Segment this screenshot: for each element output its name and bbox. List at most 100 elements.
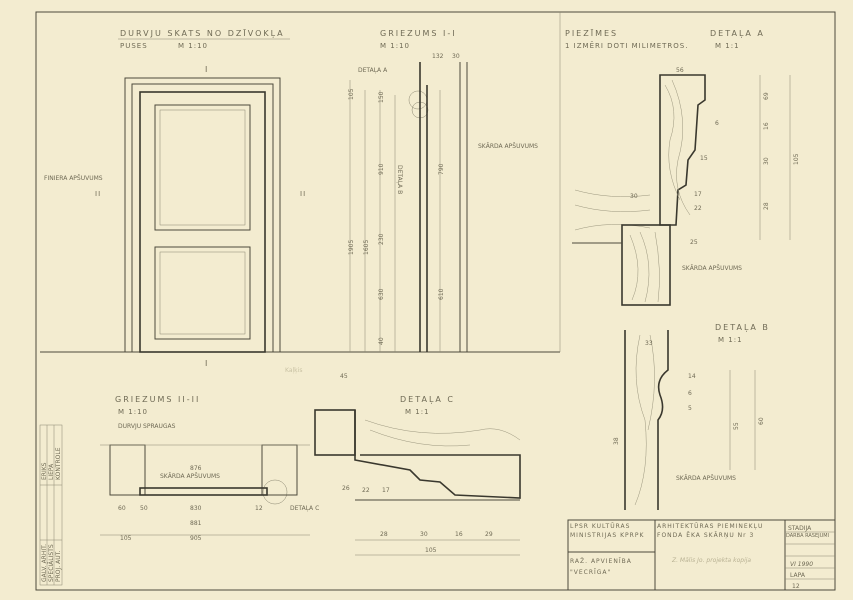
detail-c-callout: DETAĻA C xyxy=(290,505,319,512)
dim: 230 xyxy=(378,233,385,245)
stamp-title: PROJ. AUT. xyxy=(55,550,62,582)
stage-value: DARBA RASĒJUMI xyxy=(786,533,830,539)
dim: 28 xyxy=(763,202,770,210)
section-mark-bottom: I xyxy=(205,359,209,368)
dim: 25 xyxy=(690,239,698,246)
stamp-role: LIEPA xyxy=(48,463,55,480)
section2-scale: M 1:10 xyxy=(118,408,148,416)
section-mark-right: II xyxy=(300,190,306,198)
dim: 790 xyxy=(438,163,445,175)
dim: 60 xyxy=(758,417,765,425)
detail-c-scale: M 1:1 xyxy=(405,408,430,416)
section-mark-top: I xyxy=(205,65,209,74)
dim: 910 xyxy=(378,163,385,175)
section2-title: GRIEZUMS II-II xyxy=(115,395,200,404)
stage-label: STADIJA xyxy=(788,525,812,532)
dim: 22 xyxy=(694,205,702,212)
title-block-object: RAŽ. APVIENĪBA "VECRĪGA" xyxy=(570,558,632,576)
dim: 105 xyxy=(793,153,800,165)
detail-a-title: DETAĻA A xyxy=(710,29,765,39)
dim: 69 xyxy=(763,92,770,100)
dim: 105 xyxy=(120,535,132,542)
detail-c-title: DETAĻA C xyxy=(400,395,455,405)
dim: 1905 xyxy=(348,240,355,255)
stamp-title: GALV. ARHIT. xyxy=(41,544,48,582)
detail-b: DETAĻA B M 1:1 33 14 6 5 55 60 38 SKĀRDA… xyxy=(613,323,770,510)
dim: 30 xyxy=(452,53,460,60)
notes: PIEZĪMES 1 IZMĒRI DOTI MILIMETROS. xyxy=(565,28,688,50)
section-ii-ii: GRIEZUMS II-II M 1:10 DURVJU SPRAUGAS SK… xyxy=(100,395,319,542)
side-stamp: ERIKS LIEPA KONTROLE GALV. ARHIT. SPECIĀ… xyxy=(39,424,63,586)
dim: 56 xyxy=(676,67,684,74)
stamp-role: ERIKS xyxy=(41,462,48,480)
dim: 16 xyxy=(763,122,770,130)
dim: 12 xyxy=(255,505,263,512)
detail-b-cladding-label: SKĀRDA APŠUVUMS xyxy=(676,475,736,482)
door-elevation: DURVJU SKATS NO DZĪVOKĻA PUSES M 1:10 I … xyxy=(44,28,306,368)
dim: 26 xyxy=(342,485,350,492)
dim: 6 xyxy=(688,390,692,397)
dim: 6 xyxy=(715,120,719,127)
dim: 50 xyxy=(140,505,148,512)
dim: 29 xyxy=(485,531,493,538)
dim: 17 xyxy=(382,487,390,494)
opening-label: DURVJU SPRAUGAS xyxy=(118,423,176,430)
dim: 28 xyxy=(380,531,388,538)
dim: 45 xyxy=(340,373,348,380)
detail-b-scale: M 1:1 xyxy=(718,336,743,344)
sheet-border xyxy=(35,11,836,591)
section-mark-left: II xyxy=(95,190,101,198)
dim: 5 xyxy=(688,405,692,412)
detail-a-callout: DETAĻA A xyxy=(358,67,388,74)
dim: 16 xyxy=(455,531,463,538)
dim: 22 xyxy=(362,487,370,494)
dim: 630 xyxy=(378,288,385,300)
section-i-i: GRIEZUMS I-I M 1:10 DETAĻA A DETAĻA B SK… xyxy=(348,29,538,352)
sheet-number: 12 xyxy=(792,583,800,590)
section1-scale: M 1:10 xyxy=(380,42,410,50)
pencil-note: Kaļķis xyxy=(285,367,302,374)
dim: 15 xyxy=(700,155,708,162)
dim: 17 xyxy=(694,191,702,198)
dim: 40 xyxy=(378,337,385,345)
handwritten-note: Z. Mālis Jo. projekta kopija xyxy=(671,557,751,564)
detail-b-callout: DETAĻA B xyxy=(396,165,403,194)
elevation-scale: M 1:10 xyxy=(178,42,208,50)
detail-a-cladding-label: SKĀRDA APŠUVUMS xyxy=(682,265,742,272)
date: VI 1990 xyxy=(790,561,813,568)
frame-label: FINIERA APŠUVUMS xyxy=(44,175,103,182)
notes-title: PIEZĪMES xyxy=(565,28,618,38)
detail-a: DETAĻA A M 1:1 56 69 16 6 30 15 105 17 2… xyxy=(572,29,800,306)
title-block-org: LPSR KULTŪRAS MINISTRIJAS KPRPK xyxy=(570,523,645,539)
section1-title: GRIEZUMS I-I xyxy=(380,29,457,38)
dim: 30 xyxy=(763,157,770,165)
note-item: 1 IZMĒRI DOTI MILIMETROS. xyxy=(565,41,688,50)
dim: 105 xyxy=(425,547,437,554)
sheet-label: LAPA xyxy=(790,572,806,579)
detail-b-title: DETAĻA B xyxy=(715,323,770,333)
elevation-title: DURVJU SKATS NO DZĪVOKĻA xyxy=(120,28,285,39)
section1-cladding-label: SKĀRDA APŠUVUMS xyxy=(478,143,538,150)
dim: 55 xyxy=(733,422,740,430)
dim: 33 xyxy=(645,340,653,347)
dim: 905 xyxy=(190,535,202,542)
dim: 30 xyxy=(630,193,638,200)
dim: 60 xyxy=(118,505,126,512)
dim: 830 xyxy=(190,505,202,512)
dim: 30 xyxy=(420,531,428,538)
dim: 876 xyxy=(190,465,202,472)
section2-cladding-label: SKĀRDA APŠUVUMS xyxy=(160,473,220,480)
stamp-role: KONTROLE xyxy=(55,447,62,480)
dim: 610 xyxy=(438,288,445,300)
dim: 150 xyxy=(378,91,385,103)
dim: 38 xyxy=(613,437,620,445)
dim: 1605 xyxy=(363,240,370,255)
detail-a-scale: M 1:1 xyxy=(715,42,740,50)
stamp-title: SPECIĀLISTS xyxy=(48,544,55,582)
dim: 14 xyxy=(688,373,696,380)
detail-c: DETAĻA C M 1:1 45 17 28 30 16 29 105 26 … xyxy=(314,373,521,556)
title-block-project: ARHITEKTŪRAS PIEMINEKĻU FONDA ĒKA SKĀRŅU… xyxy=(657,523,764,539)
dim: 105 xyxy=(348,88,355,100)
dim: 881 xyxy=(190,520,202,527)
